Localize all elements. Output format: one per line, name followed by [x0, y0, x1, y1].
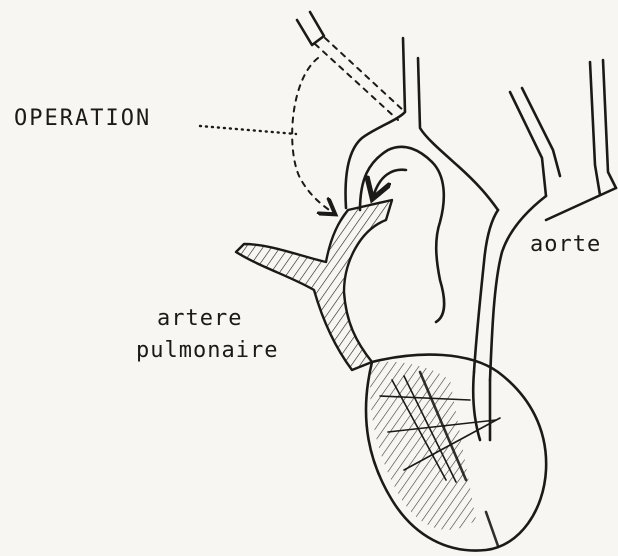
catheter-tube: [297, 12, 405, 120]
aorte-label: aorte: [530, 232, 601, 257]
operation-arrow: [292, 58, 332, 212]
operation-leader-line: [200, 126, 296, 134]
pulmonaire-label: pulmonaire: [136, 338, 278, 363]
operation-label: OPERATION: [14, 106, 151, 131]
heart-ventricles: [366, 355, 546, 551]
artere-label: artere: [157, 306, 242, 331]
